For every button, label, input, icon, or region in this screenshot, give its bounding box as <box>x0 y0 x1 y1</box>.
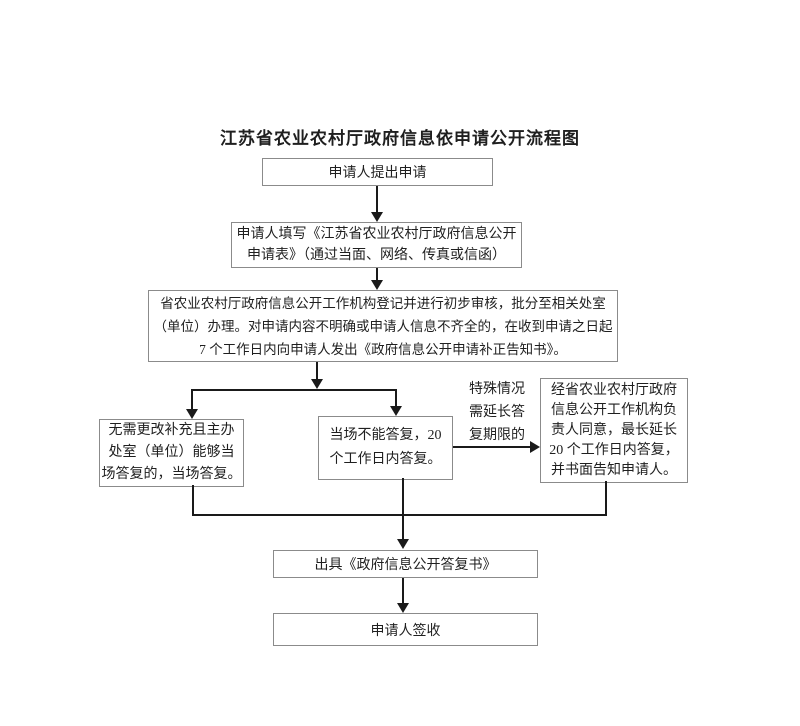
page-title: 江苏省农业农村厅政府信息依申请公开流程图 <box>220 129 580 148</box>
node-text-line: 20 个工作日内答复， <box>549 442 679 458</box>
connector-fill-to-register-arrowhead <box>371 280 383 290</box>
node-text-line: 7 个工作日内向申请人发出《政府信息公开申请补正告知书》。 <box>199 341 567 357</box>
connector-delay-to-extend-line <box>453 446 531 448</box>
connector-branch-to-onspot-arrowhead <box>186 409 198 419</box>
node-text: 出具《政府信息公开答复书》 <box>314 558 497 573</box>
connector-onspot-to-merge-line <box>192 485 194 516</box>
node-text-line: 责人同意，最长延长 <box>551 422 677 438</box>
node-fill-form: 申请人填写《江苏省农业农村厅政府信息公开 申请表》（通过当面、网络、传真或信函） <box>231 222 522 268</box>
node-sign-receipt: 申请人签收 <box>273 613 538 646</box>
node-submit-application: 申请人提出申请 <box>262 158 493 186</box>
connector-fill-to-register-line <box>376 268 378 281</box>
node-register-review: 省农业农村厅政府信息公开工作机构登记并进行初步审核，批分至相关处室 （单位）办理… <box>148 290 618 362</box>
connector-delay-to-extend-arrowhead <box>530 441 540 453</box>
connector-submit-to-fill-arrowhead <box>371 212 383 222</box>
connector-register-to-branch-arrowhead <box>311 379 323 389</box>
connector-branch-to-delay-line <box>395 389 397 407</box>
node-text-line: 无需更改补充且主办 <box>108 423 235 438</box>
branch-horizontal-line <box>191 389 397 391</box>
label-text-line: 复期限的 <box>469 428 525 443</box>
node-text-line: 处室（单位）能够当 <box>108 445 235 460</box>
node-extended-reply: 经省农业农村厅政府 信息公开工作机构负 责人同意，最长延长 20 个工作日内答复… <box>540 378 688 483</box>
node-text-line: 信息公开工作机构负 <box>551 402 677 418</box>
node-issue-reply: 出具《政府信息公开答复书》 <box>273 550 538 578</box>
connector-merge-to-issue-arrowhead <box>397 539 409 549</box>
node-text: 申请人提出申请 <box>328 166 427 181</box>
node-delayed-reply: 当场不能答复，20 个工作日内答复。 <box>318 416 453 480</box>
label-text-line: 特殊情况 <box>469 382 525 397</box>
connector-register-to-branch-line <box>316 362 318 380</box>
node-text-line: 省农业农村厅政府信息公开工作机构登记并进行初步审核，批分至相关处室 <box>160 295 606 311</box>
connector-merge-to-issue-line <box>402 478 404 540</box>
connector-extend-to-merge-line <box>605 481 607 516</box>
label-special-case: 特殊情况 需延长答 复期限的 <box>450 378 544 447</box>
connector-issue-to-sign-line <box>402 578 404 604</box>
connector-issue-to-sign-arrowhead <box>397 603 409 613</box>
node-text-line: 申请表》（通过当面、网络、传真或信函） <box>247 248 506 263</box>
node-text-line: 当场不能答复，20 <box>329 428 442 443</box>
node-text-line: 个工作日内答复。 <box>329 452 442 467</box>
node-onspot-reply: 无需更改补充且主办 处室（单位）能够当 场答复的，当场答复。 <box>99 419 244 487</box>
node-text-line: 场答复的，当场答复。 <box>101 467 242 482</box>
connector-branch-to-onspot-line <box>191 389 193 410</box>
connector-submit-to-fill-line <box>376 186 378 214</box>
node-text-line: 申请人填写《江苏省农业农村厅政府信息公开 <box>236 227 517 242</box>
label-text-line: 需延长答 <box>469 405 525 420</box>
node-text-line: （单位）办理。对申请内容不明确或申请人信息不齐全的，在收到申请之日起 <box>153 318 613 334</box>
node-text: 申请人签收 <box>370 623 441 639</box>
node-text-line: 经省农业农村厅政府 <box>551 382 677 398</box>
connector-branch-to-delay-arrowhead <box>390 406 402 416</box>
node-text-line: 并书面告知申请人。 <box>551 462 677 478</box>
merge-horizontal-line <box>192 514 607 516</box>
